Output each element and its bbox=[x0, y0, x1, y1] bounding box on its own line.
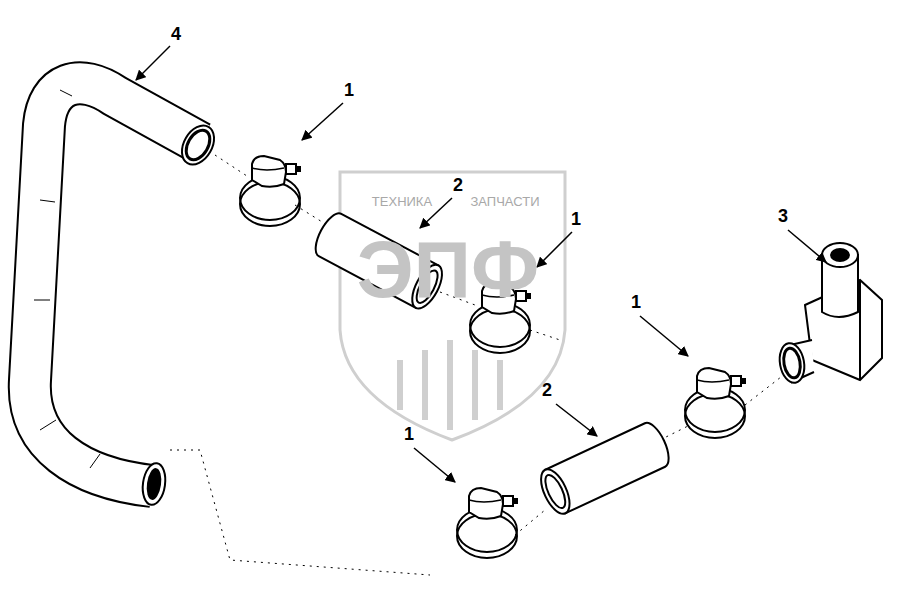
callout-number: 2 bbox=[542, 381, 552, 399]
watermark-text: ЗАПЧАСТИ bbox=[470, 195, 539, 208]
leader-arrow bbox=[136, 46, 826, 482]
watermark-text: ТЕХНИКА bbox=[372, 195, 432, 208]
callout-number: 1 bbox=[344, 81, 354, 99]
watermark-logo: ЭПФ bbox=[357, 230, 540, 310]
callout-number: 2 bbox=[453, 176, 463, 194]
callout-number: 3 bbox=[778, 207, 788, 225]
callout-number: 1 bbox=[631, 293, 641, 311]
callout-number: 1 bbox=[571, 210, 581, 228]
callout-number: 4 bbox=[171, 25, 181, 43]
watermark-shield bbox=[340, 172, 565, 440]
hose bbox=[30, 83, 221, 506]
elbow-fitting bbox=[777, 243, 882, 385]
assembly-line bbox=[170, 155, 790, 575]
callout-number: 1 bbox=[404, 425, 414, 443]
